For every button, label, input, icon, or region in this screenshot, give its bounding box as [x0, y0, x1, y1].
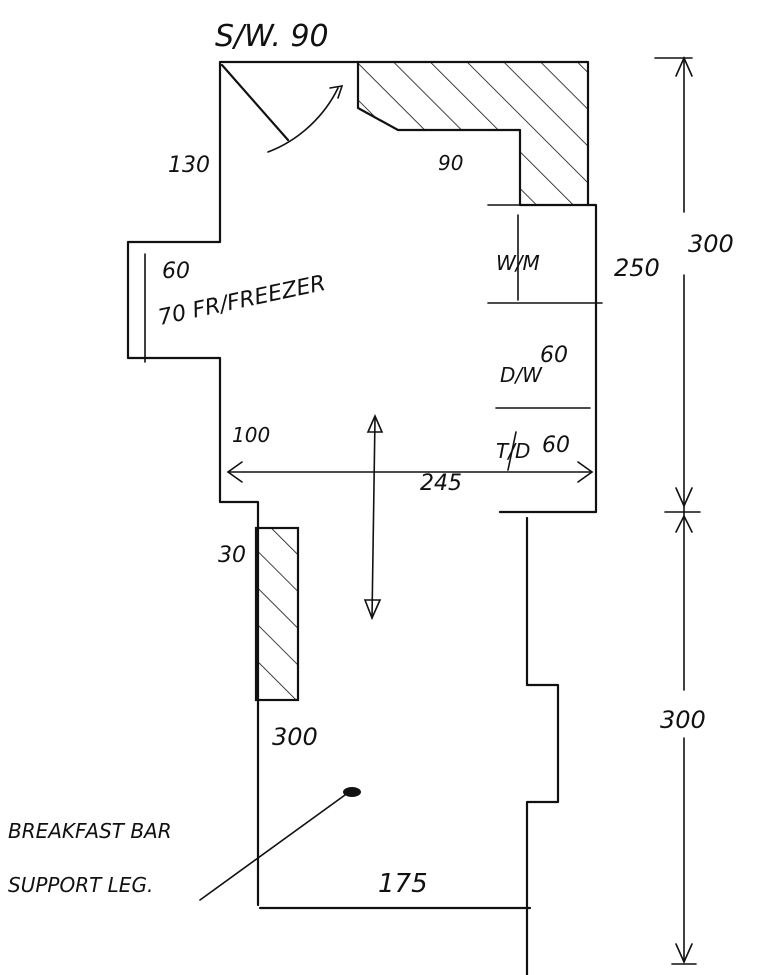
label-60-dw: 60	[540, 343, 568, 368]
support-leg-marker	[343, 787, 361, 797]
label-130: 130	[168, 153, 210, 178]
dim-arrow-mid-down	[675, 487, 693, 508]
label-90-counter: 90	[438, 151, 463, 175]
support-leg-leader	[199, 794, 346, 901]
label-300-bar: 300	[272, 723, 318, 751]
breakfast-bar-hatched	[254, 526, 300, 702]
dim-arrow-bottom	[675, 943, 693, 964]
dim-245-arrow-left	[226, 461, 243, 483]
dim-vertical-centre-line	[371, 417, 376, 619]
dim-arrow-mid-up	[675, 514, 693, 533]
label-wm: W/M	[496, 251, 540, 275]
label-60-fridge: 60	[162, 259, 190, 284]
label-60-td: 60	[542, 433, 570, 458]
dim-arrow-top	[675, 56, 693, 77]
label-100: 100	[232, 423, 270, 447]
label-300-top: 300	[688, 230, 734, 258]
wall-outline-lower-right	[525, 516, 560, 975]
label-td: T/D	[496, 439, 530, 463]
door-swing-arc	[267, 87, 339, 153]
top-counter-hatched	[356, 60, 590, 207]
wall-outline-left	[126, 60, 360, 907]
dim-vertical-arrow-down	[363, 599, 382, 621]
td-slash	[507, 431, 517, 471]
title: S/W. 90	[215, 19, 329, 54]
label-250: 250	[614, 254, 660, 282]
label-breakfast-bar: BREAKFAST BAR	[8, 819, 172, 843]
label-30: 30	[218, 543, 246, 568]
dim-245-arrow-right	[577, 461, 594, 483]
door-swing-arrowhead	[329, 84, 344, 99]
label-300-bottom: 300	[660, 706, 706, 734]
label-dw: D/W	[500, 363, 543, 387]
door-leaf	[220, 63, 290, 142]
label-support-leg: SUPPORT LEG.	[8, 873, 153, 897]
label-245: 245	[420, 471, 462, 496]
label-175: 175	[378, 869, 428, 899]
dim-vertical-arrow-up	[366, 414, 384, 433]
